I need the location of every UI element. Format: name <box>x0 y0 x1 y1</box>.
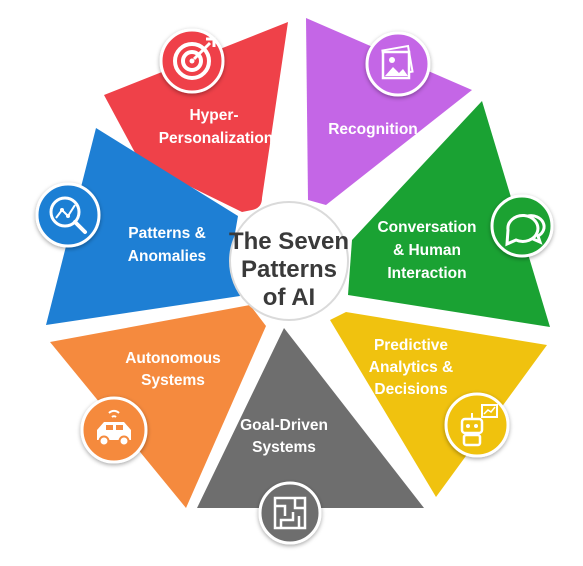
wedge-conversation <box>348 101 550 327</box>
maze-icon <box>258 481 322 545</box>
label-conversation-3: Interaction <box>387 265 466 282</box>
label-autonomous-1: Autonomous <box>125 350 221 367</box>
label-recognition: Recognition <box>328 121 418 138</box>
center-circle <box>229 201 349 321</box>
center-line-3: of AI <box>263 284 315 311</box>
label-goal-driven-2: Systems <box>252 439 316 456</box>
label-predictive-1: Predictive <box>374 337 448 354</box>
label-hyper-personalization-2: Personalization <box>159 130 274 147</box>
segment-recognition <box>306 18 472 205</box>
center-line-2: Patterns <box>241 256 337 283</box>
center-line-1: The Seven <box>229 228 349 255</box>
label-conversation-1: Conversation <box>377 219 476 236</box>
car-icon <box>80 396 148 464</box>
wedge-goal-driven <box>197 328 424 508</box>
label-patterns-1: Patterns & <box>128 225 206 242</box>
label-hyper-personalization-1: Hyper- <box>189 107 238 124</box>
image-icon <box>365 31 431 97</box>
label-predictive-3: Decisions <box>374 381 447 398</box>
label-conversation-2: & Human <box>393 242 461 259</box>
label-predictive-2: Analytics & <box>369 359 453 376</box>
robot-icon <box>444 392 510 458</box>
chat-icon <box>490 194 554 258</box>
wedge-autonomous <box>50 305 266 508</box>
target-icon <box>159 28 225 94</box>
segment-conversation <box>348 101 550 327</box>
label-patterns-2: Anomalies <box>128 248 206 265</box>
label-goal-driven-1: Goal-Driven <box>240 417 328 434</box>
segment-patterns <box>46 128 240 325</box>
label-autonomous-2: Systems <box>141 372 205 389</box>
segment-goal-driven <box>197 328 424 508</box>
magnifier-chart-icon <box>35 182 101 248</box>
wedge-recognition <box>306 18 472 205</box>
wedge-predictive <box>330 312 547 497</box>
segment-predictive <box>330 312 547 497</box>
wedge-patterns <box>46 128 240 325</box>
segment-autonomous <box>50 305 266 508</box>
